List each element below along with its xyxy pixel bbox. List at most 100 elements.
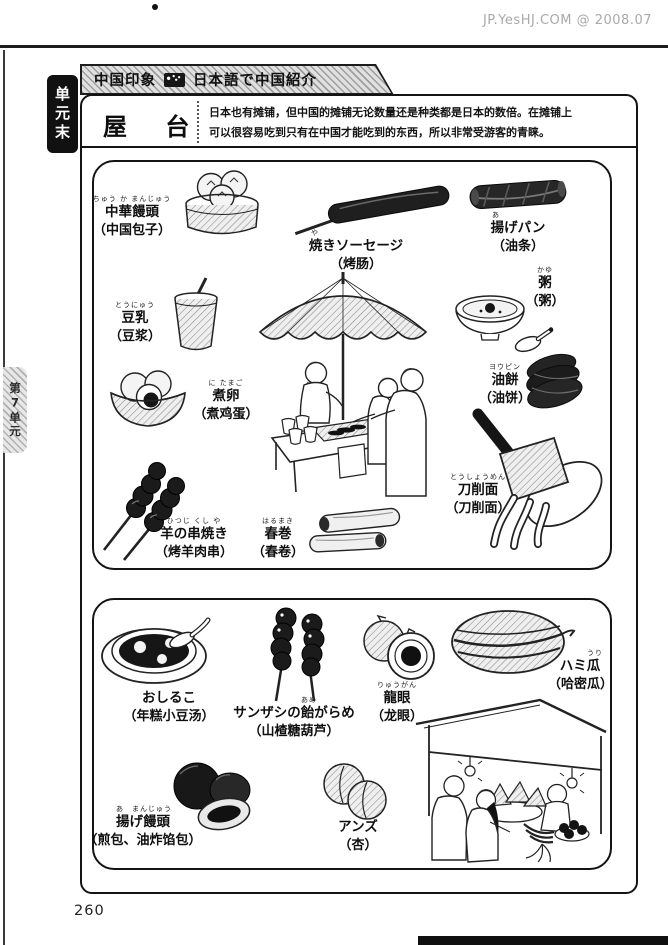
label-youbing: ヨウピン 油餅 （油饼） bbox=[472, 363, 538, 407]
chinese-youbing: （油饼） bbox=[478, 391, 531, 406]
street-stall-scene-illustration bbox=[242, 270, 446, 500]
label-hami-uri: うり ハミ瓜 （哈密瓜） bbox=[548, 649, 614, 693]
longan-illustration bbox=[356, 614, 444, 692]
label-daoxiaomian: とうしょうめん 刀削面 （刀削面） bbox=[434, 473, 522, 517]
japanese-ryugan: 龍眼 bbox=[383, 690, 411, 706]
furigana-tonyu: とうにゅう bbox=[115, 301, 155, 309]
fried-buns-illustration bbox=[166, 758, 262, 834]
chinese-chunjuan: （春卷） bbox=[251, 545, 304, 560]
title-description: 日本也有摊铺，但中国的摊铺无论数量还是种类都是日本的数倍。在摊铺上 可以很容易吃… bbox=[209, 103, 609, 143]
japanese-hitsuji-kushiyaki: 羊の串焼き bbox=[160, 526, 228, 542]
description-line-2: 可以很容易吃到只有在中国才能吃到的东西，所以非常受游客的青睐。 bbox=[209, 126, 550, 139]
furigana-ryugan: りゅうがん bbox=[377, 681, 417, 689]
label-kayu: かゆ 粥 （粥） bbox=[522, 266, 568, 310]
unit7-edge-tab: 第7单元 bbox=[3, 367, 27, 453]
furigana-kayu: かゆ bbox=[537, 266, 553, 274]
header-subtitle: 日本語で中国紹介 bbox=[193, 73, 317, 89]
japanese-anzu: アンズ bbox=[338, 819, 378, 835]
red-bean-soup-illustration bbox=[96, 608, 218, 694]
japanese-hami-uri: ハミ瓜 bbox=[559, 658, 601, 674]
header-tab-inner: 中国印象 日本語で中国紹介 bbox=[82, 66, 391, 93]
fried-dough-stick-illustration bbox=[466, 174, 570, 216]
spring-rolls-illustration bbox=[308, 504, 408, 564]
label-oshiruko: おしるこ （年糕小豆汤） bbox=[114, 690, 224, 725]
japanese-sanzashi-ame: サンザシの飴がらめ bbox=[233, 705, 355, 721]
japanese-age-manju: 揚げ饅頭 bbox=[116, 814, 170, 830]
chinese-doujiang: （豆浆） bbox=[108, 329, 161, 344]
furigana-sanzashi-ame: あめ bbox=[301, 696, 317, 704]
furigana-hitsuji-kushiyaki: ひつじ くし や bbox=[166, 517, 222, 525]
chinese-xing: （杏） bbox=[338, 838, 378, 853]
unit7-edge-tab-label: 第7单元 bbox=[8, 381, 22, 439]
boiled-eggs-bowl-illustration bbox=[104, 364, 192, 434]
chinese-kaoyangrouchuan: （烤羊肉串） bbox=[154, 545, 233, 560]
label-yaki-sausage: や 焼きソーセージ （烤肠） bbox=[298, 229, 414, 273]
header-tab: 中国印象 日本語で中国紹介 bbox=[80, 64, 394, 95]
japanese-youbing: 油餅 bbox=[491, 372, 519, 388]
grilled-sausage-illustration bbox=[286, 180, 458, 236]
furigana-daoxiaomian: とうしょうめん bbox=[450, 473, 506, 481]
furigana-chuka-manju: ちゅう か まんじゅう bbox=[92, 195, 172, 203]
label-ryugan: りゅうがん 龍眼 （龙眼） bbox=[364, 681, 430, 725]
japanese-kayu: 粥 bbox=[538, 275, 552, 291]
description-line-1: 日本也有摊铺，但中国的摊铺无论数量还是种类都是日本的数倍。在摊铺上 bbox=[209, 106, 572, 119]
japanese-harumaki: 春巻 bbox=[264, 526, 292, 542]
furigana-harumaki: はるまき bbox=[262, 517, 294, 525]
title-separator-line bbox=[82, 146, 636, 148]
lamb-skewers-illustration bbox=[96, 458, 192, 564]
chinese-daoxiaomian: （刀削面） bbox=[445, 501, 511, 516]
label-anzu: アンズ （杏） bbox=[328, 819, 388, 854]
japanese-oshiruko: おしるこ bbox=[142, 690, 196, 706]
top-rule bbox=[0, 45, 668, 48]
label-hitsuji-kushiyaki: ひつじ くし や 羊の串焼き （烤羊肉串） bbox=[146, 517, 242, 561]
label-sanzashi-ame: あめ サンザシの飴がらめ （山楂糖葫芦） bbox=[222, 696, 366, 740]
chinese-kaochang: （烤肠） bbox=[329, 257, 382, 272]
porridge-bowl-illustration bbox=[448, 288, 554, 356]
furigana-age-manju: あ まんじゅう bbox=[116, 805, 172, 813]
japanese-daoxiaomian: 刀削面 bbox=[457, 482, 499, 498]
chinese-shanzhatanghulu: （山楂糖葫芦） bbox=[248, 724, 340, 739]
furigana-yaki-sausage: や bbox=[311, 229, 319, 237]
unit-end-tab: 单元末 bbox=[47, 75, 78, 153]
chinese-longyan: （龙眼） bbox=[370, 709, 423, 724]
fruit-stand-scene-illustration bbox=[414, 694, 610, 866]
japanese-chuka-manju: 中華饅頭 bbox=[105, 204, 159, 220]
chinese-youtiao: （油条） bbox=[491, 239, 544, 254]
furigana-age-pan: あ bbox=[492, 211, 500, 219]
furigana-youbing: ヨウピン bbox=[489, 363, 521, 371]
label-harumaki: はるまき 春巻 （春卷） bbox=[250, 517, 306, 561]
label-age-manju: あ まんじゅう 揚げ饅頭 （煎包、油炸馅包） bbox=[78, 805, 208, 849]
label-chuka-manju: ちゅう か まんじゅう 中華饅頭 （中国包子） bbox=[88, 195, 176, 239]
ink-dot-artifact bbox=[152, 4, 158, 10]
candied-hawthorn-illustration bbox=[252, 606, 334, 706]
unit-end-tab-label: 单元末 bbox=[53, 85, 71, 143]
steamed-bun-basket-illustration bbox=[176, 168, 268, 242]
series-title: 中国印象 bbox=[94, 73, 156, 89]
japanese-age-pan: 揚げパン bbox=[490, 220, 546, 236]
page-edge-line bbox=[3, 50, 5, 945]
furigana-hami-uri: うり bbox=[587, 649, 603, 657]
apricots-illustration bbox=[318, 760, 392, 826]
page-number: 260 bbox=[74, 903, 105, 919]
label-ni-tamago: に たまご 煮卵 （煮鸡蛋） bbox=[190, 379, 262, 423]
china-flag-icon bbox=[164, 72, 185, 87]
fried-pancakes-illustration bbox=[518, 352, 590, 414]
watermark: JP.YesHJ.COM @ 2008.07 bbox=[482, 13, 652, 28]
japanese-yaki-sausage: 焼きソーセージ bbox=[308, 238, 404, 254]
hami-melon-illustration bbox=[448, 604, 580, 680]
japanese-ni-tamago: 煮卵 bbox=[212, 388, 240, 404]
furigana-ni-tamago: に たまご bbox=[208, 379, 244, 387]
chinese-niangaoxiaodoutang: （年糕小豆汤） bbox=[123, 709, 215, 724]
chinese-chu-guo-baozi: （中国包子） bbox=[92, 223, 171, 238]
chinese-zhujidan: （煮鸡蛋） bbox=[193, 407, 259, 422]
knife-cut-noodles-illustration bbox=[462, 406, 612, 550]
japanese-tonyu: 豆乳 bbox=[121, 310, 149, 326]
label-age-pan: あ 揚げパン （油条） bbox=[476, 211, 560, 255]
title-dotted-divider bbox=[197, 101, 199, 143]
soy-milk-cup-illustration bbox=[168, 276, 228, 356]
chinese-zhou: （粥） bbox=[525, 294, 565, 309]
chinese-hamigua: （哈密瓜） bbox=[548, 677, 614, 692]
label-tonyu: とうにゅう 豆乳 （豆浆） bbox=[104, 301, 166, 345]
page-title: 屋 台 bbox=[103, 113, 205, 141]
